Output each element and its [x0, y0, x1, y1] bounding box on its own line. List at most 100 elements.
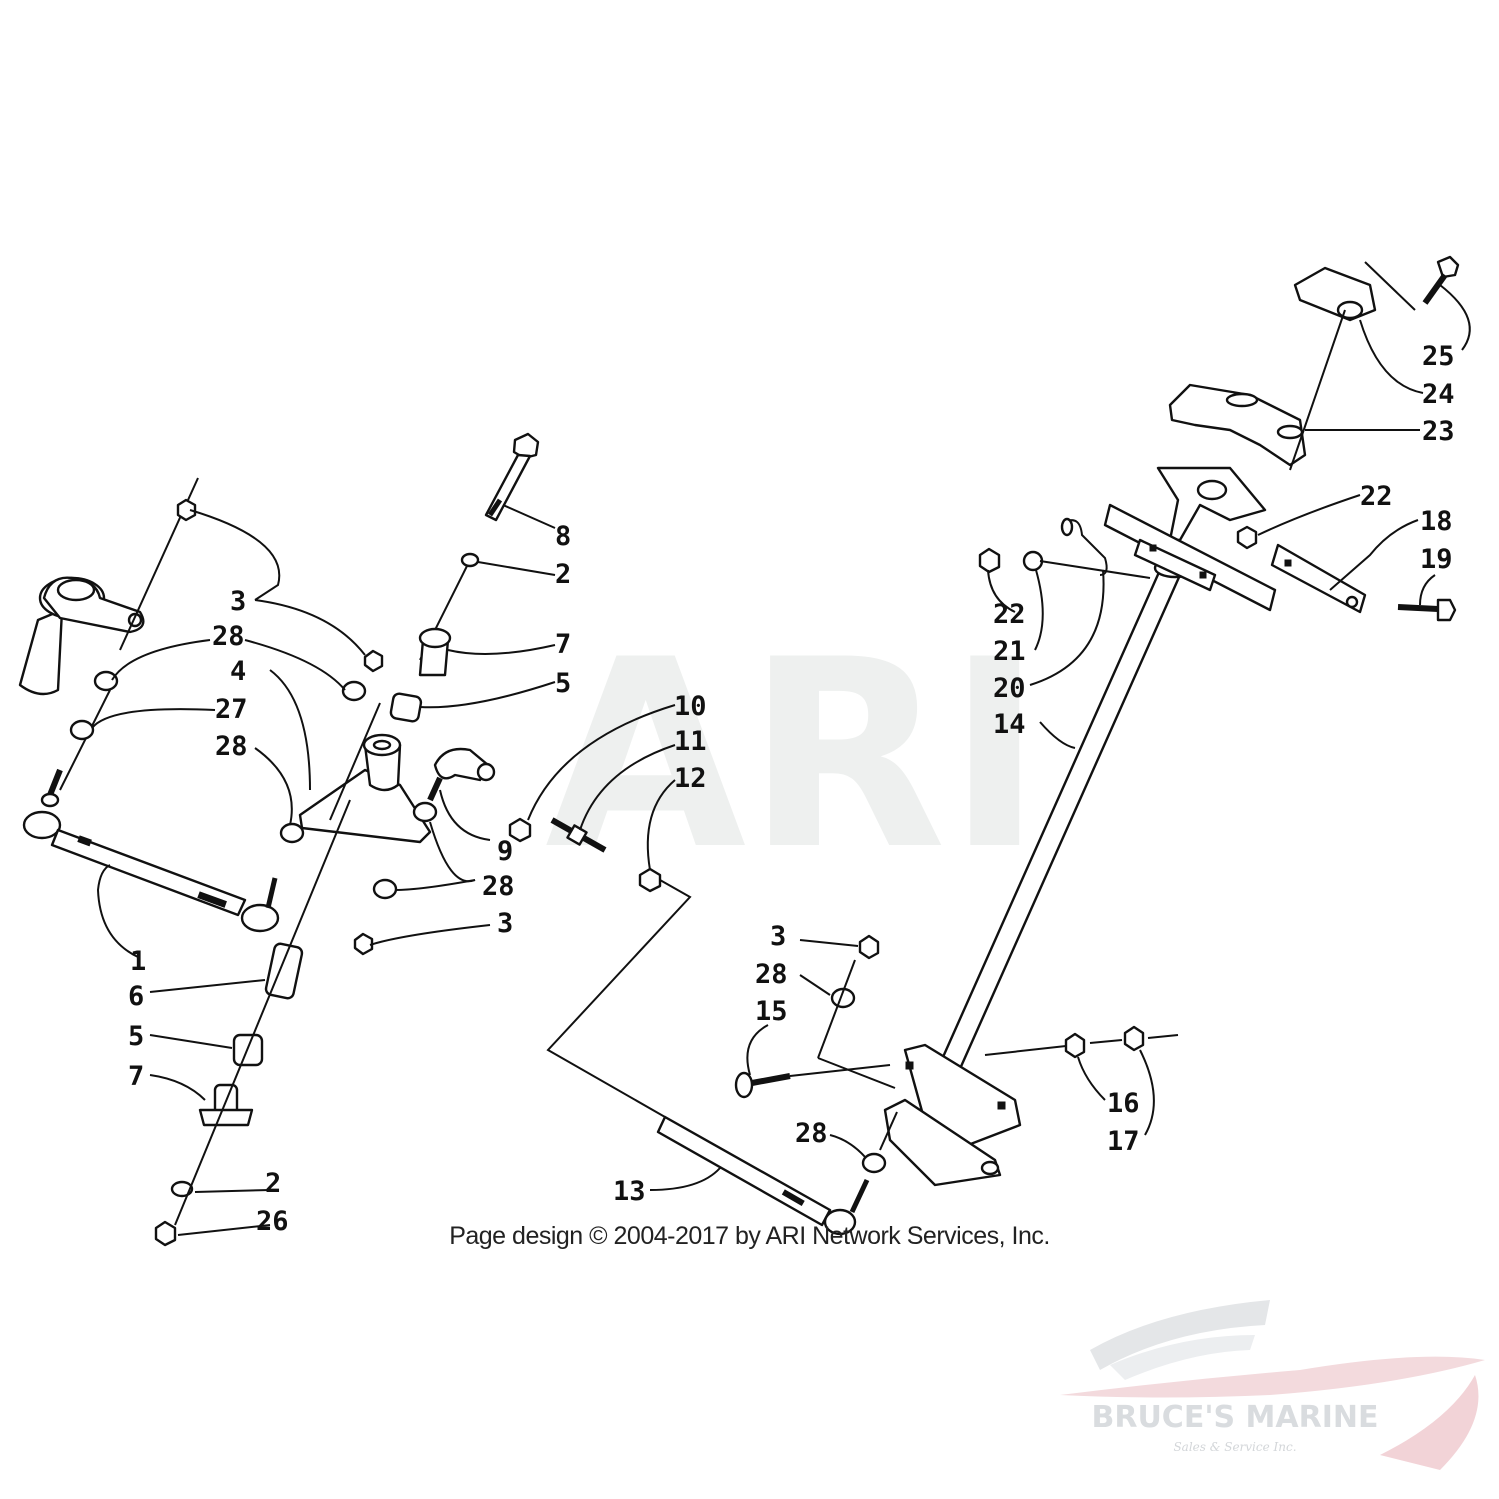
callout-14: 14: [993, 709, 1026, 740]
ball-joint-part[interactable]: [427, 747, 496, 802]
callout-4: 4: [230, 656, 246, 687]
nut-part[interactable]: [858, 934, 880, 960]
washer-part[interactable]: [372, 878, 398, 900]
washer-part[interactable]: [861, 1152, 887, 1174]
nut-part[interactable]: [1236, 525, 1258, 550]
nut-part[interactable]: [154, 1220, 177, 1247]
axis-line: [546, 879, 692, 1118]
adjuster-stud-part[interactable]: [550, 817, 607, 853]
callout-2: 2: [555, 559, 571, 590]
axis-line: [1289, 309, 1346, 471]
axis-line: [789, 1064, 891, 1077]
axis-line: [1147, 1034, 1179, 1039]
callouts: 1 6 5 7 2 26 3 28 4 27 28 8 2 7 5 9 28 3…: [128, 341, 1455, 1237]
callout-8: 8: [555, 521, 571, 552]
callout-19: 19: [1420, 544, 1453, 575]
axis-line: [59, 689, 111, 791]
callout-13: 13: [613, 1176, 646, 1207]
axis-line: [174, 799, 351, 1226]
axis-line: [329, 702, 381, 821]
callout-28: 28: [755, 959, 788, 990]
axis-line: [879, 1111, 898, 1151]
watermark-text: ARI: [545, 605, 1043, 907]
callout-6: 6: [128, 981, 144, 1012]
washer-part[interactable]: [341, 680, 367, 702]
support-bracket-part[interactable]: [1270, 543, 1367, 614]
washer-part[interactable]: [412, 801, 438, 823]
axis-line: [1039, 560, 1151, 579]
washer-part[interactable]: [69, 719, 95, 741]
axis-line: [1089, 1039, 1123, 1044]
drag-link-part[interactable]: [656, 1115, 870, 1236]
nut-part[interactable]: [1064, 1032, 1086, 1059]
frame-bracket-part[interactable]: [1103, 503, 1277, 612]
callout-5: 5: [555, 668, 571, 699]
callout-28: 28: [212, 621, 245, 652]
callout-7: 7: [128, 1061, 144, 1092]
callout-10: 10: [674, 691, 707, 722]
cotter-pin-part[interactable]: [1060, 517, 1108, 576]
brand-logo: [1060, 1300, 1485, 1470]
tie-rod-part[interactable]: [22, 810, 280, 933]
brand-tagline: Sales & Service Inc.: [1173, 1440, 1297, 1454]
bolt-part[interactable]: [1397, 598, 1457, 622]
nut-part[interactable]: [176, 498, 197, 522]
nut-part[interactable]: [353, 932, 374, 956]
brand-name: BRUCE'S MARINE: [1091, 1400, 1379, 1435]
callout-18: 18: [1420, 506, 1453, 537]
mount-plate-part[interactable]: [1156, 466, 1267, 542]
axis-line: [1364, 261, 1416, 311]
bushing-part[interactable]: [389, 692, 423, 723]
callout-20: 20: [993, 673, 1026, 704]
callout-28: 28: [215, 731, 248, 762]
bolt-part[interactable]: [1422, 255, 1460, 305]
callout-28: 28: [795, 1118, 828, 1149]
callout-22: 22: [993, 599, 1026, 630]
callout-21: 21: [993, 636, 1026, 667]
washer-part[interactable]: [279, 822, 305, 844]
copyright-text: Page design © 2004-2017 by ARI Network S…: [449, 1222, 1050, 1250]
callout-16: 16: [1107, 1088, 1140, 1119]
washer-part[interactable]: [93, 670, 119, 692]
clamp-cap-part[interactable]: [1293, 266, 1377, 322]
axis-line: [984, 1045, 1067, 1056]
nut-part[interactable]: [1123, 1025, 1145, 1052]
bolt-part[interactable]: [40, 768, 63, 808]
bolt-part[interactable]: [484, 432, 540, 522]
callout-12: 12: [674, 763, 707, 794]
right-assembly: [734, 255, 1460, 1187]
spindle-arm-part[interactable]: [18, 576, 145, 696]
callout-27: 27: [215, 694, 248, 725]
callout-3: 3: [230, 586, 246, 617]
pitman-arm-part[interactable]: [298, 733, 432, 844]
nut-part[interactable]: [508, 817, 532, 843]
nut-part[interactable]: [638, 867, 662, 893]
callout-9: 9: [497, 836, 513, 867]
callout-17: 17: [1107, 1126, 1140, 1157]
washer-part[interactable]: [460, 552, 480, 568]
washer-part[interactable]: [170, 1180, 194, 1198]
callout-28: 28: [482, 871, 515, 902]
callout-23: 23: [1422, 416, 1455, 447]
callout-1: 1: [130, 946, 146, 977]
flange-bushing-part[interactable]: [198, 1083, 254, 1127]
nut-part[interactable]: [363, 649, 384, 673]
callout-15: 15: [755, 996, 788, 1027]
handlebar-clamp-part[interactable]: [1168, 383, 1307, 467]
callout-5: 5: [128, 1021, 144, 1052]
callout-25: 25: [1422, 341, 1455, 372]
nut-part[interactable]: [978, 547, 1001, 574]
callout-3: 3: [497, 908, 513, 939]
bolt-part[interactable]: [734, 1071, 791, 1099]
callout-11: 11: [674, 726, 707, 757]
axis-line: [817, 959, 856, 1059]
callout-2: 2: [265, 1168, 281, 1199]
callout-7: 7: [555, 629, 571, 660]
washer-part[interactable]: [1022, 550, 1044, 572]
callout-24: 24: [1422, 379, 1455, 410]
flange-bushing-part[interactable]: [418, 627, 452, 677]
callout-22: 22: [1360, 481, 1393, 512]
leader-lines: [91, 284, 1471, 1236]
callout-26: 26: [256, 1206, 289, 1237]
